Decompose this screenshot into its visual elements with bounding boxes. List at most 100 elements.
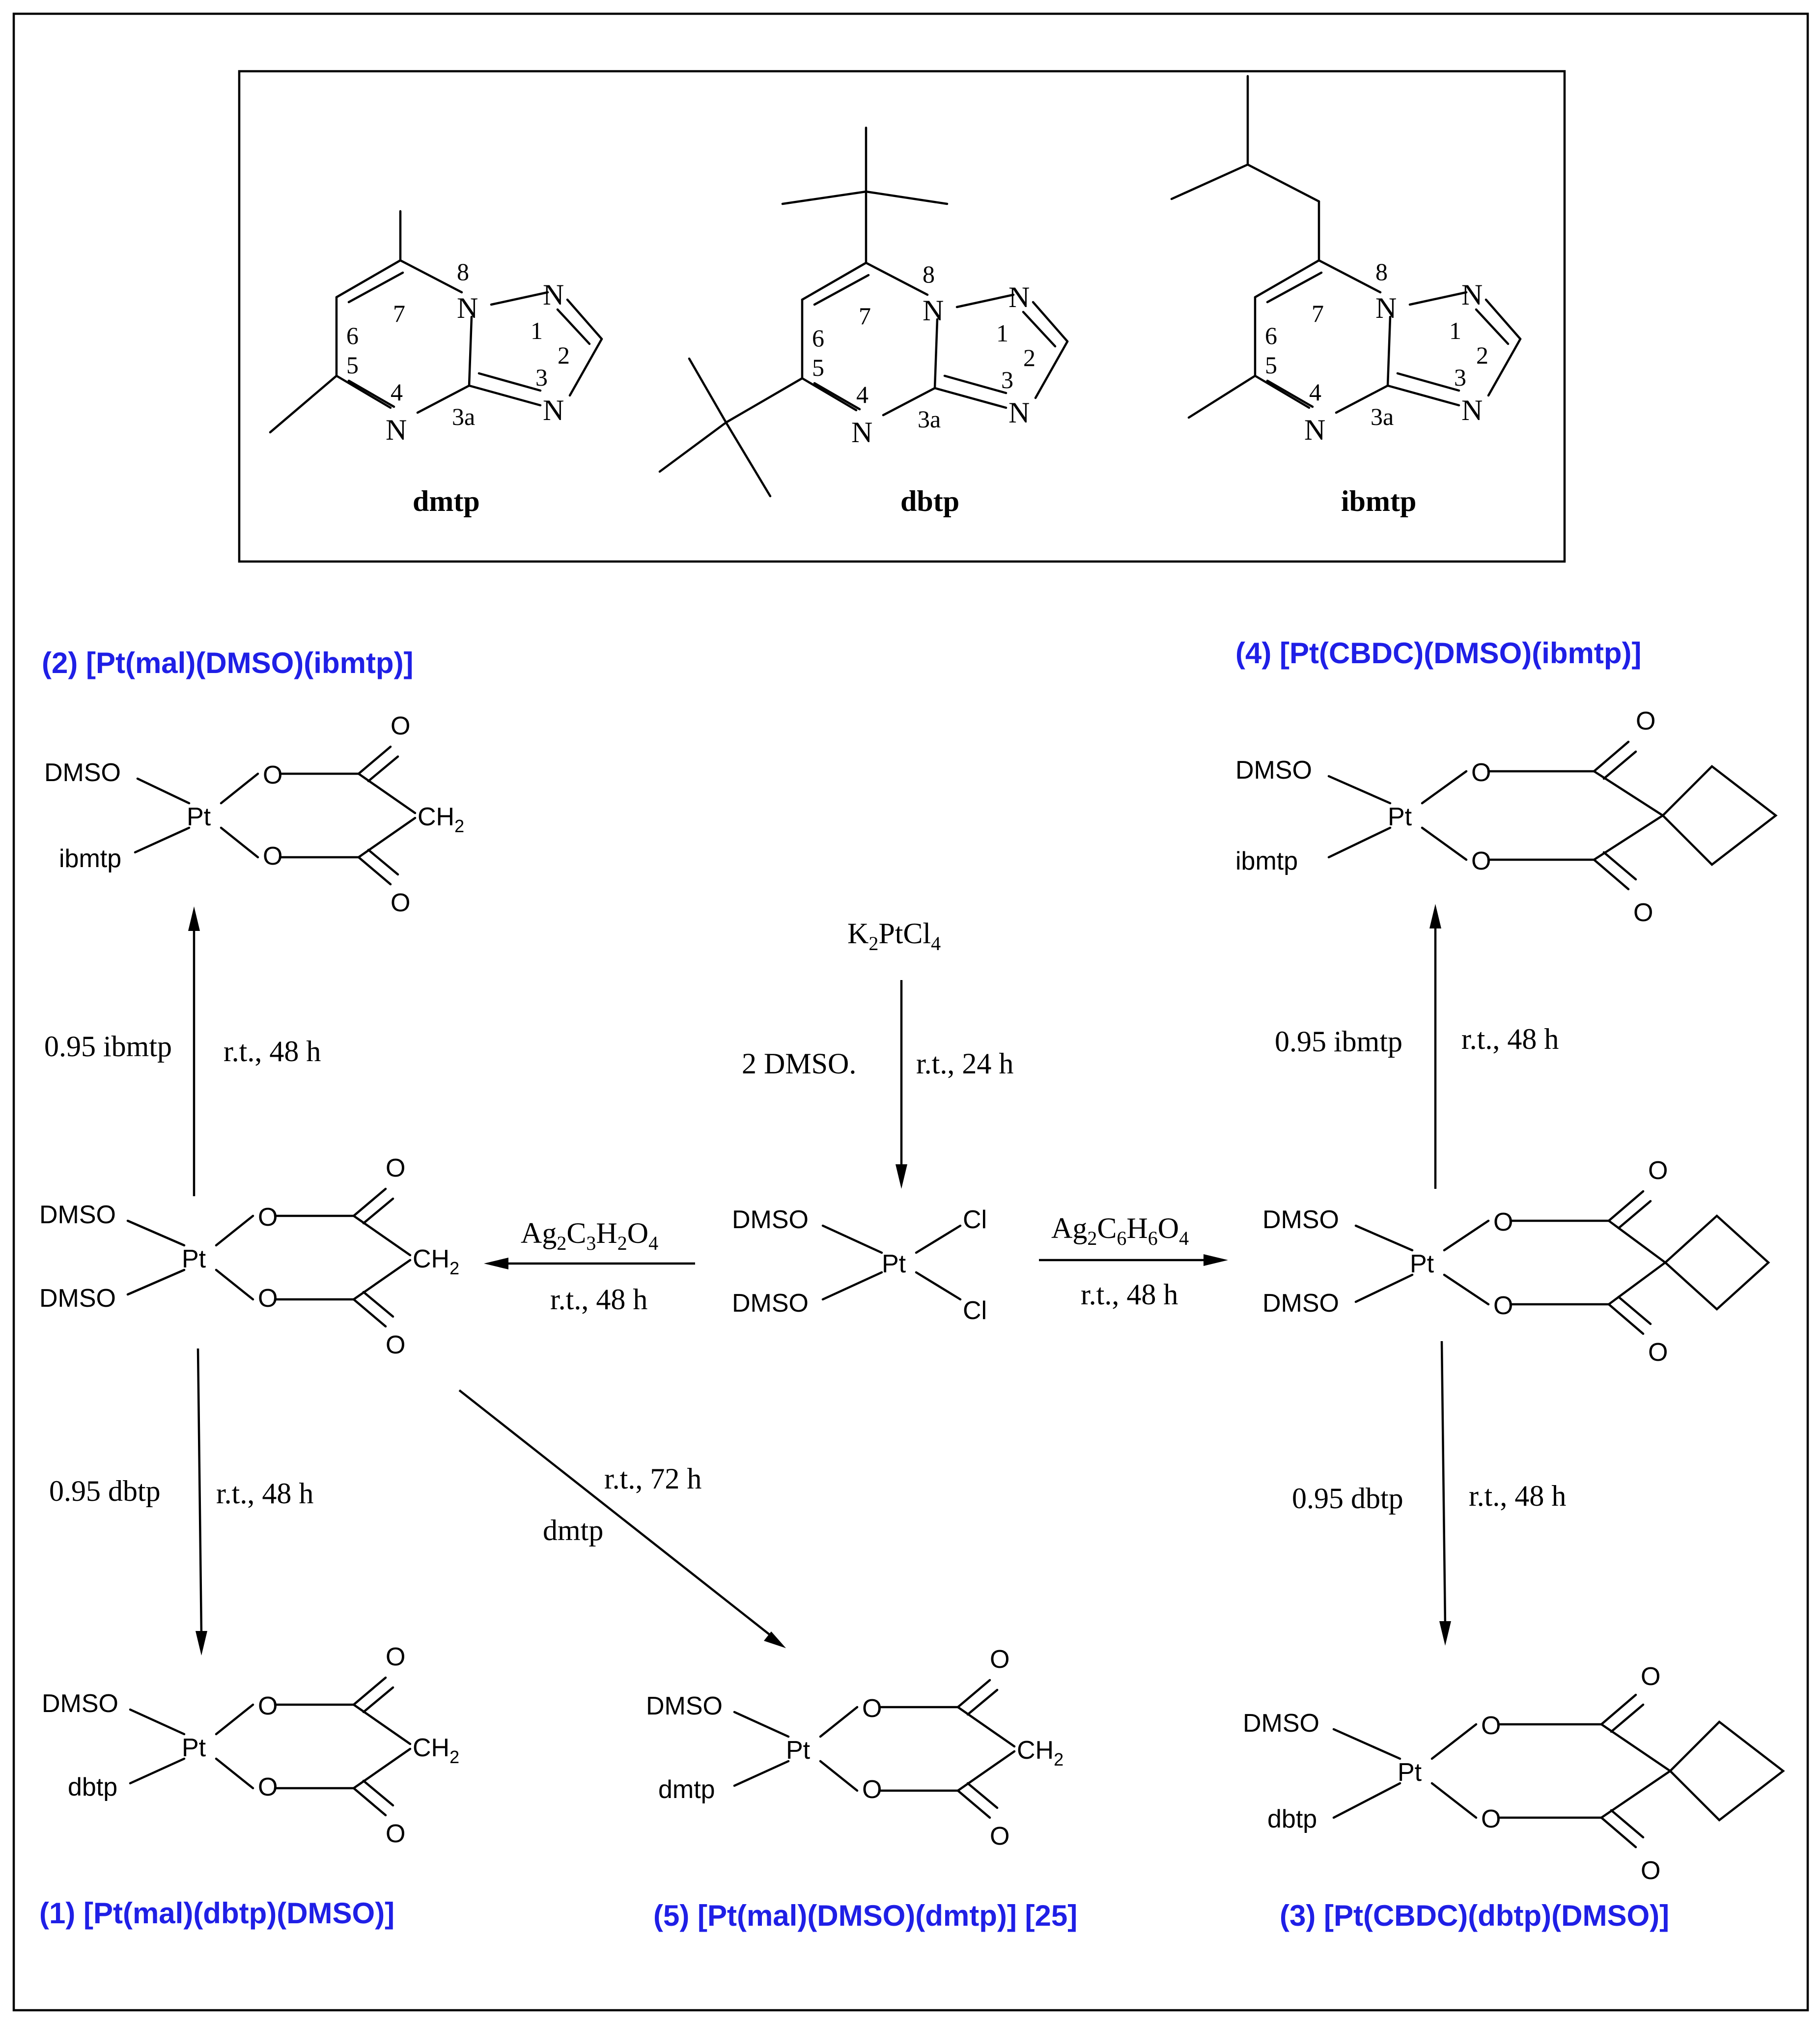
label-3a: 3a: [452, 403, 475, 430]
ch2-label: CH2: [413, 1734, 459, 1767]
reagent-ag-cbdc: Ag2C6H6O4: [1051, 1212, 1189, 1249]
cond-rt48: r.t., 48 h: [224, 1035, 321, 1068]
label-6: 6: [812, 324, 824, 352]
cond-rt48: r.t., 48 h: [1469, 1480, 1566, 1512]
pt-label: Pt: [1388, 803, 1412, 831]
arrow-down-right: [1440, 1341, 1447, 1627]
dmso-label: DMSO: [732, 1289, 809, 1318]
cond-dmso: 2 DMSO.: [742, 1047, 856, 1080]
label-4: 4: [856, 381, 868, 408]
pt-label: Pt: [182, 1245, 206, 1273]
o-label: O: [386, 1820, 405, 1848]
arrowhead: [1204, 1254, 1228, 1266]
o-label: O: [391, 889, 410, 917]
label-1: 1: [1449, 317, 1461, 344]
arrowhead: [484, 1258, 508, 1269]
ibmtp-label: ibmtp: [59, 844, 121, 873]
o-label: O: [1648, 1156, 1668, 1185]
compound-3-title: (3) [Pt(CBDC)(dbtp)(DMSO)]: [1280, 1899, 1669, 1932]
cl-label: Cl: [963, 1206, 987, 1234]
arrow-diagonal: [458, 1389, 772, 1637]
label-2: 2: [1023, 344, 1036, 371]
label-8: 8: [457, 258, 469, 285]
label-6: 6: [1265, 322, 1277, 349]
label-7: 7: [1312, 300, 1324, 327]
complex-2-structure: DMSO ibmtp Pt O O O O CH2: [44, 712, 464, 917]
label-4: 4: [391, 378, 403, 406]
o-label: O: [862, 1775, 882, 1804]
complex-3-structure: DMSO dbtp Pt O O O O: [1243, 1662, 1785, 1885]
label-4: 4: [1309, 378, 1321, 406]
ligand-name-ibmtp: ibmtp: [1341, 485, 1416, 517]
arrowhead: [188, 906, 200, 931]
ligand-name-dbtp: dbtp: [900, 485, 959, 517]
label-5: 5: [812, 354, 824, 381]
label-3: 3: [535, 364, 548, 391]
o-label: O: [386, 1643, 405, 1671]
o-label: O: [391, 712, 410, 740]
atom-n4: N: [386, 414, 407, 446]
cl-label: Cl: [963, 1296, 987, 1325]
o-label: O: [258, 1773, 278, 1801]
cond-dbtp-eq: 0.95 dbtp: [1292, 1482, 1403, 1515]
ptcl2-dmso2-structure: DMSO DMSO Pt Cl Cl: [732, 1206, 987, 1325]
o-label: O: [263, 842, 282, 871]
complex-5-structure: DMSO dmtp Pt O O O O CH2: [646, 1645, 1064, 1851]
dmso-label: DMSO: [42, 1689, 118, 1718]
compound-2-title: (2) [Pt(mal)(DMSO)(ibmtp)]: [42, 646, 414, 679]
arrowhead: [764, 1631, 786, 1648]
label-5: 5: [1265, 351, 1277, 379]
label-2: 2: [558, 341, 570, 369]
dmso-label: DMSO: [39, 1284, 116, 1313]
pt-label: Pt: [1410, 1250, 1434, 1278]
compound-1-title: (1) [Pt(mal)(dbtp)(DMSO)]: [39, 1897, 394, 1930]
ligand-dbtp: N N N N 8 1 2 3 3a 4 5 6 7 dbtp: [658, 126, 1067, 517]
arrow-down-left: [196, 1348, 203, 1636]
atom-n1: N: [1008, 281, 1030, 313]
ligand-box: [238, 70, 1566, 563]
dmso-label: DMSO: [1235, 756, 1312, 785]
dmso-label: DMSO: [1243, 1709, 1319, 1738]
label-7: 7: [393, 300, 405, 327]
atom-n4: N: [1304, 414, 1325, 446]
reagent-ag-mal: Ag2C3H2O4: [521, 1217, 658, 1254]
o-label: O: [1641, 1662, 1660, 1691]
label-3a: 3a: [918, 405, 941, 433]
atom-n1: N: [543, 279, 564, 311]
cond-rt48: r.t., 48 h: [1461, 1023, 1559, 1055]
label-8: 8: [923, 260, 935, 288]
atom-n1: N: [1461, 279, 1483, 311]
label-3: 3: [1001, 366, 1013, 393]
dbtp-label: dbtp: [1267, 1805, 1317, 1833]
ligand-name-dmtp: dmtp: [413, 485, 480, 517]
arrowhead: [196, 1631, 207, 1656]
label-1: 1: [996, 319, 1008, 347]
atom-n8: N: [923, 294, 944, 327]
dmso-label: DMSO: [39, 1201, 116, 1229]
ligand-dmtp: N N N N 8 1 2 3 3a 4 5 6 7 dmtp: [269, 210, 602, 517]
arrowhead: [896, 1164, 907, 1189]
dbtp-label: dbtp: [68, 1773, 117, 1801]
dmso-label: DMSO: [1262, 1289, 1339, 1318]
atom-n8: N: [457, 292, 478, 324]
label-6: 6: [346, 322, 359, 349]
atom-n3: N: [543, 394, 564, 426]
label-2: 2: [1476, 341, 1488, 369]
ch2-label: CH2: [1017, 1736, 1064, 1770]
o-label: O: [990, 1822, 1009, 1851]
cond-rt48: r.t., 48 h: [216, 1477, 313, 1510]
o-label: O: [1481, 1805, 1501, 1833]
pt-label: Pt: [882, 1250, 906, 1278]
pt-cbdc-dmso2-structure: DMSO DMSO Pt O O O O: [1262, 1156, 1770, 1367]
o-label: O: [1471, 847, 1491, 875]
arrowhead: [1429, 904, 1441, 928]
o-label: O: [1493, 1292, 1513, 1320]
pt-label: Pt: [1398, 1758, 1422, 1787]
atom-n3: N: [1461, 394, 1483, 426]
o-label: O: [258, 1284, 278, 1313]
dmso-label: DMSO: [44, 759, 121, 787]
pt-label: Pt: [187, 803, 211, 831]
o-label: O: [1493, 1208, 1513, 1236]
label-7: 7: [859, 302, 871, 330]
